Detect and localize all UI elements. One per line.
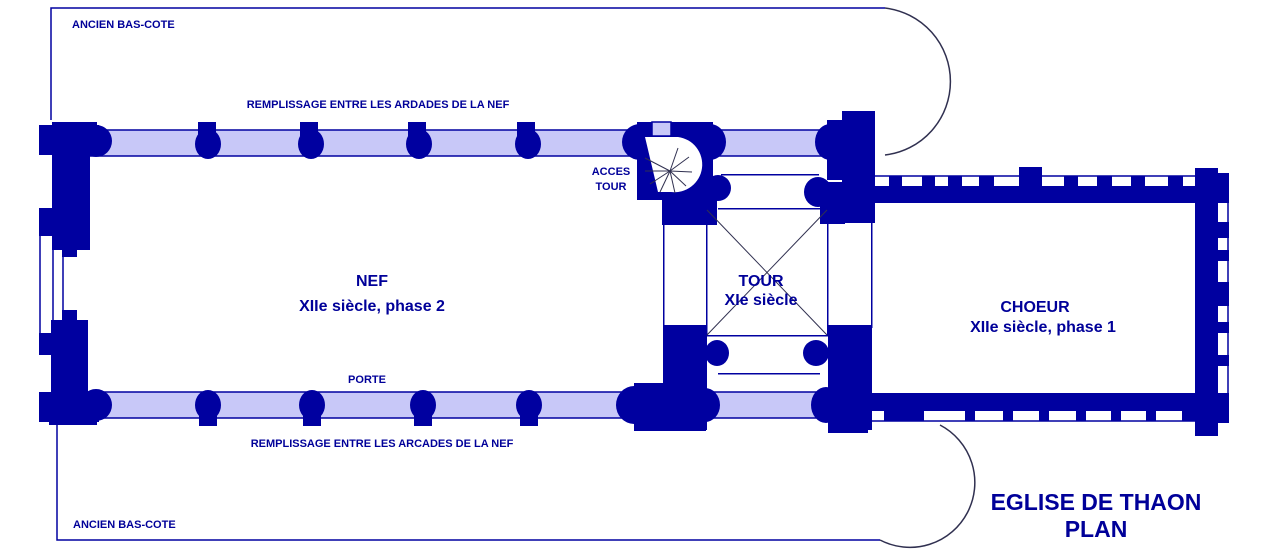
label-aisle-north: ANCIEN BAS-COTE [72,19,175,31]
west-door [39,236,64,333]
nave-date: XIIe siècle, phase 2 [299,298,445,315]
plan-title-line1: EGLISE DE THAON [991,489,1202,515]
label-fill-north: REMPLISSAGE ENTRE LES ARDADES DE LA NEF [247,99,510,111]
tower-date: XIe siècle [725,292,798,309]
tower-north-east-pier [804,111,875,224]
choir-date: XIIe siècle, phase 1 [970,319,1116,336]
nave-name: NEF [356,273,388,290]
choir-name: CHOEUR [1000,299,1070,316]
label-tower-access-2: TOUR [596,181,627,193]
tower-crossing-diagonals [706,209,828,336]
label-fill-south: REMPLISSAGE ENTRE LES ARCADES DE LA NEF [251,438,514,450]
former-aisle-north-outline [50,7,952,156]
tower-south-west-pier [616,325,729,431]
tower-frame [663,174,873,375]
tower-name: TOUR [738,273,783,290]
stair-turret [622,121,731,225]
choir-walls [870,167,1229,436]
former-aisle-south-outline [56,420,976,549]
plan-title-line2: PLAN [1065,516,1128,542]
label-tower-access-1: ACCES [592,166,631,178]
west-facade [39,122,112,425]
tower-south-east-pier [803,325,872,433]
south-piers [195,390,542,426]
label-aisle-south: ANCIEN BAS-COTE [73,519,176,531]
choir-outer-lines [870,175,1229,422]
label-door: PORTE [348,374,386,386]
north-piers [195,122,541,159]
